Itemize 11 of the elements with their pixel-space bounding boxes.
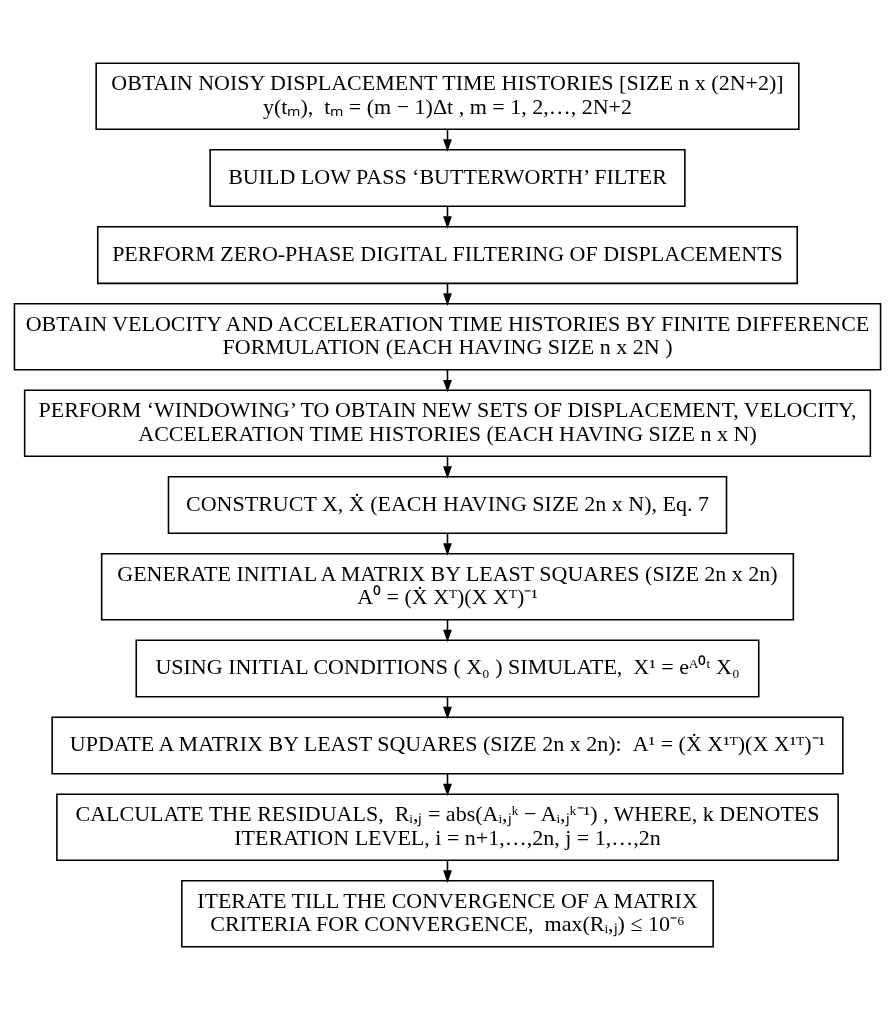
node-box: ITERATE TILL THE CONVERGENCE OF A MATRIX CRITERIA FOR CONVERGENCE, max(Rᵢ,ⱼ) ≤ 10⁻⁶ xyxy=(181,879,714,947)
node-box: CALCULATE THE RESIDUALS, Rᵢ,ⱼ = abs(Aᵢ,ⱼᵏ − Aᵢ,ⱼᵏ⁻¹) , WHERE, k DENOTES ITERATION LEVEL, i = n+1,…,2n, j = 1,…,2n xyxy=(56,792,839,861)
node-box: BUILD LOW PASS ‘BUTTERWORTH’ FILTER xyxy=(209,148,686,207)
node-box: PERFORM ZERO-PHASE DIGITAL FILTERING OF DISPLACEMENTS xyxy=(96,225,799,284)
node-box: OBTAIN NOISY DISPLACEMENT TIME HISTORIES [SIZE n x (2N+2)] y(tₘ), tₘ = (m − 1)Δt , m = 1, 2,…, 2N+2 xyxy=(95,62,800,130)
node-box: UPDATE A MATRIX BY LEAST SQUARES (SIZE 2n x 2n): A¹ = (Ẋ X¹ᵀ)(X X¹ᵀ)⁻¹ xyxy=(51,715,844,775)
node-box: CONSTRUCT X, Ẋ (EACH HAVING SIZE 2n x N), Eq. 7 xyxy=(167,475,728,534)
node-box: OBTAIN VELOCITY AND ACCELERATION TIME HISTORIES BY FINITE DIFFERENCE FORMULATION (EACH HAVING SIZE n x 2N ) xyxy=(13,302,882,371)
node-box: USING INITIAL CONDITIONS ( X₀ ) SIMULATE, X¹ = eᴬ⁰ᵗ X₀ xyxy=(135,638,760,698)
node-box: GENERATE INITIAL A MATRIX BY LEAST SQUARES (SIZE 2n x 2n) A⁰ = (Ẋ Xᵀ)(X Xᵀ)⁻¹ xyxy=(100,552,795,621)
node-box: PERFORM ‘WINDOWING’ TO OBTAIN NEW SETS OF DISPLACEMENT, VELOCITY, ACCELERATION TIME HISTORIES (EACH HAVING SIZE n x N) xyxy=(23,388,872,457)
